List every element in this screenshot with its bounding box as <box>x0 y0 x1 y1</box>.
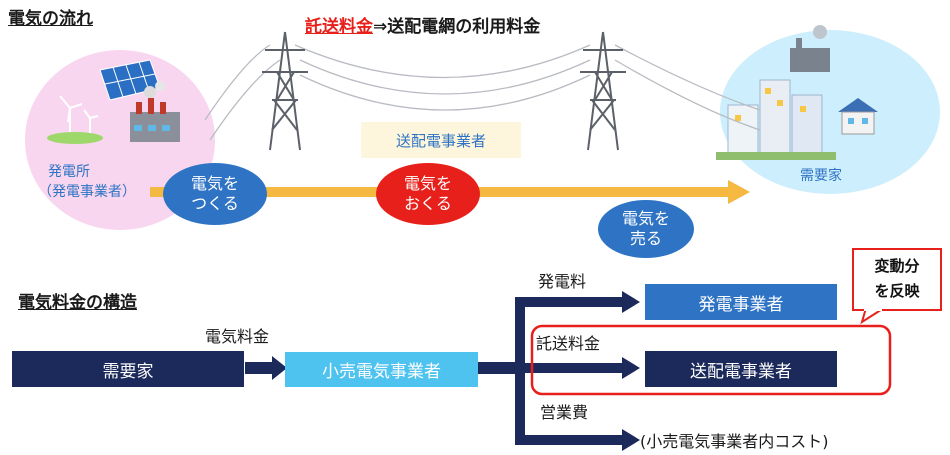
sales-fee-label: 営業費 <box>540 403 589 422</box>
tsd-label: 送配電事業者 <box>395 131 486 150</box>
consumer-label: 需要家 <box>800 168 842 184</box>
transmission-tower-icon <box>580 31 626 151</box>
header-rest-text: ⇒送配電網の利用料金 <box>373 17 541 37</box>
city-buildings-icon <box>716 79 836 160</box>
trans-box: 送配電事業者 <box>645 351 837 387</box>
header-red-text: 託送料金 <box>305 17 373 37</box>
callout-box <box>852 248 942 325</box>
plant-label: 発電所 （発電事業者） <box>38 162 136 202</box>
transmission-tower-icon <box>262 31 308 151</box>
oval-send-electricity: 電気をおくる <box>376 163 480 225</box>
header-title: 託送料金⇒送配電網の利用料金 <box>305 12 540 37</box>
consumer-box: 需要家 <box>12 351 244 387</box>
transmission-wires <box>204 44 761 141</box>
callout-text: 変動分 を反映 <box>874 257 920 300</box>
trans-fee-label: 託送料金 <box>536 334 601 353</box>
oval-make-electricity: 電気をつくる <box>163 163 267 225</box>
internal-cost-label: (小売電気事業者内コスト) <box>640 432 829 451</box>
factory-icon <box>790 25 830 72</box>
gen-fee-label: 発電料 <box>538 272 587 291</box>
oval-sell-electricity: 電気を売る <box>598 200 694 258</box>
fee-flow-arrows <box>245 291 640 451</box>
power-plant-icon <box>130 81 180 142</box>
section-title-flow: 電気の流れ <box>8 9 93 29</box>
plant-label-line2: （発電事業者） <box>38 184 136 200</box>
gen-box: 発電事業者 <box>645 284 837 320</box>
highlight-frame <box>530 324 892 396</box>
plant-label-line1: 発電所 <box>48 164 90 180</box>
retail-box: 小売電気事業者 <box>285 352 478 387</box>
house-icon <box>838 98 878 135</box>
tsd-label-box: 送配電事業者 <box>361 122 521 158</box>
fee-label: 電気料金 <box>205 327 270 346</box>
section-title-structure: 電気料金の構造 <box>18 293 137 313</box>
